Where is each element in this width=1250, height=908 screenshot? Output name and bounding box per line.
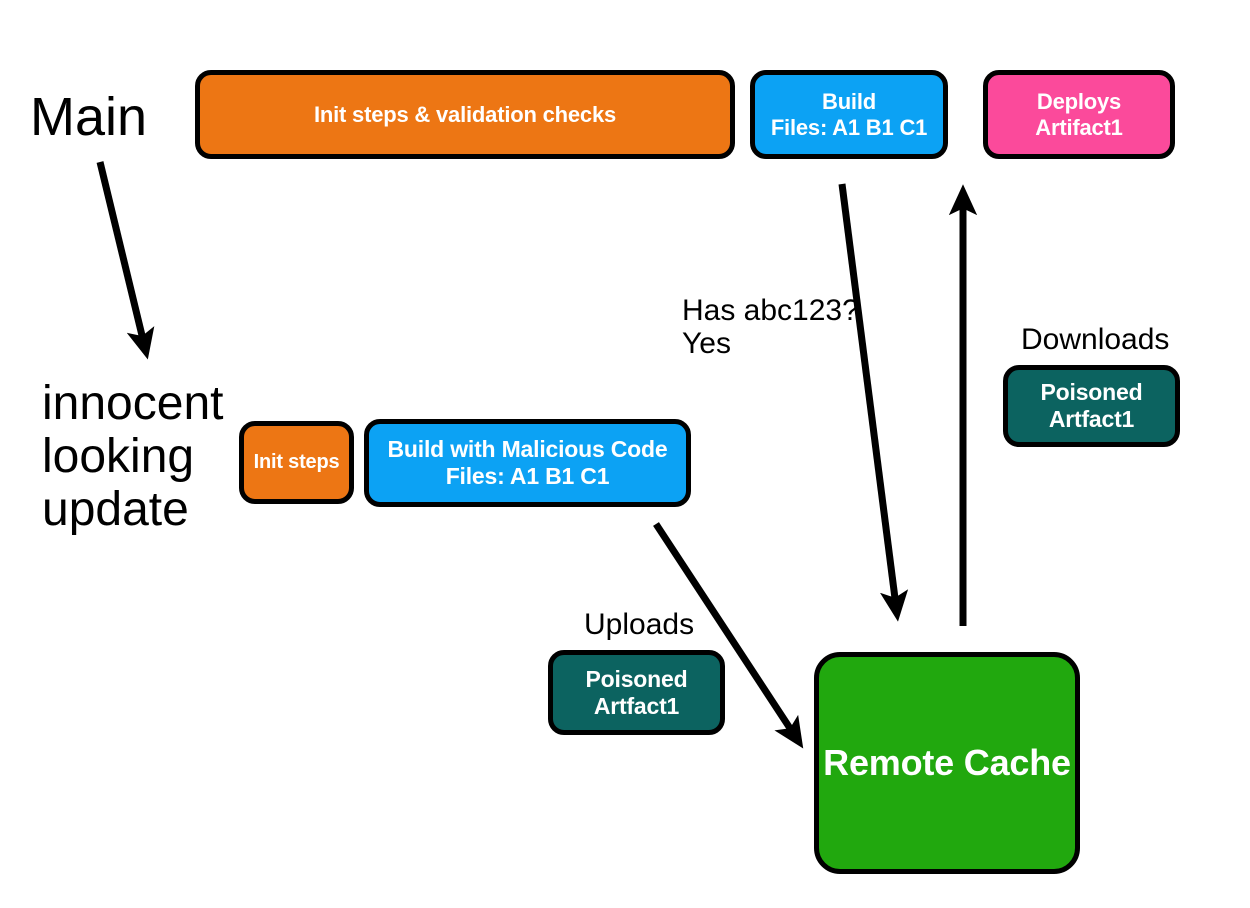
node-line-primary: Init steps & validation checks	[313, 101, 617, 127]
annotation-cache-query: Has abc123? Yes	[682, 294, 859, 360]
node-line-secondary: Artifact1	[1035, 114, 1123, 140]
node-line-primary: Build	[822, 88, 876, 114]
branch-label-feature: innocent looking update	[42, 377, 224, 536]
node-line-primary: Deploys	[1036, 88, 1122, 114]
node-line-secondary: Artfact1	[593, 692, 680, 719]
node-build-malicious[interactable]: Build with Malicious Code Files: A1 B1 C…	[364, 419, 691, 507]
node-init-validation[interactable]: Init steps & validation checks	[195, 70, 735, 159]
node-line-primary: Build with Malicious Code	[387, 436, 668, 463]
node-poisoned-artifact-upload[interactable]: Poisoned Artfact1	[548, 650, 725, 735]
node-poisoned-artifact-download[interactable]: Poisoned Artfact1	[1003, 365, 1180, 447]
node-line-primary: Poisoned	[1040, 379, 1143, 406]
annotation-uploads: Uploads	[584, 608, 695, 641]
node-line-primary: Init steps	[253, 450, 340, 473]
node-deploys-artifact[interactable]: Deploys Artifact1	[983, 70, 1175, 159]
node-init-steps[interactable]: Init steps	[239, 421, 354, 504]
node-build-clean[interactable]: Build Files: A1 B1 C1	[750, 70, 948, 159]
node-line-primary: Poisoned	[585, 665, 688, 692]
branch-label-main: Main	[30, 87, 148, 147]
node-line-secondary: Artfact1	[1048, 406, 1135, 432]
node-line-secondary: Files: A1 B1 C1	[770, 114, 928, 140]
annotation-downloads: Downloads	[1021, 323, 1170, 356]
arrow-build-to-cache	[838, 183, 909, 622]
arrow-main-to-feature	[96, 161, 155, 360]
node-line-primary: Remote Cache	[823, 742, 1071, 784]
node-line-secondary: Files: A1 B1 C1	[445, 463, 610, 489]
node-remote-cache[interactable]: Remote Cache	[814, 652, 1080, 874]
